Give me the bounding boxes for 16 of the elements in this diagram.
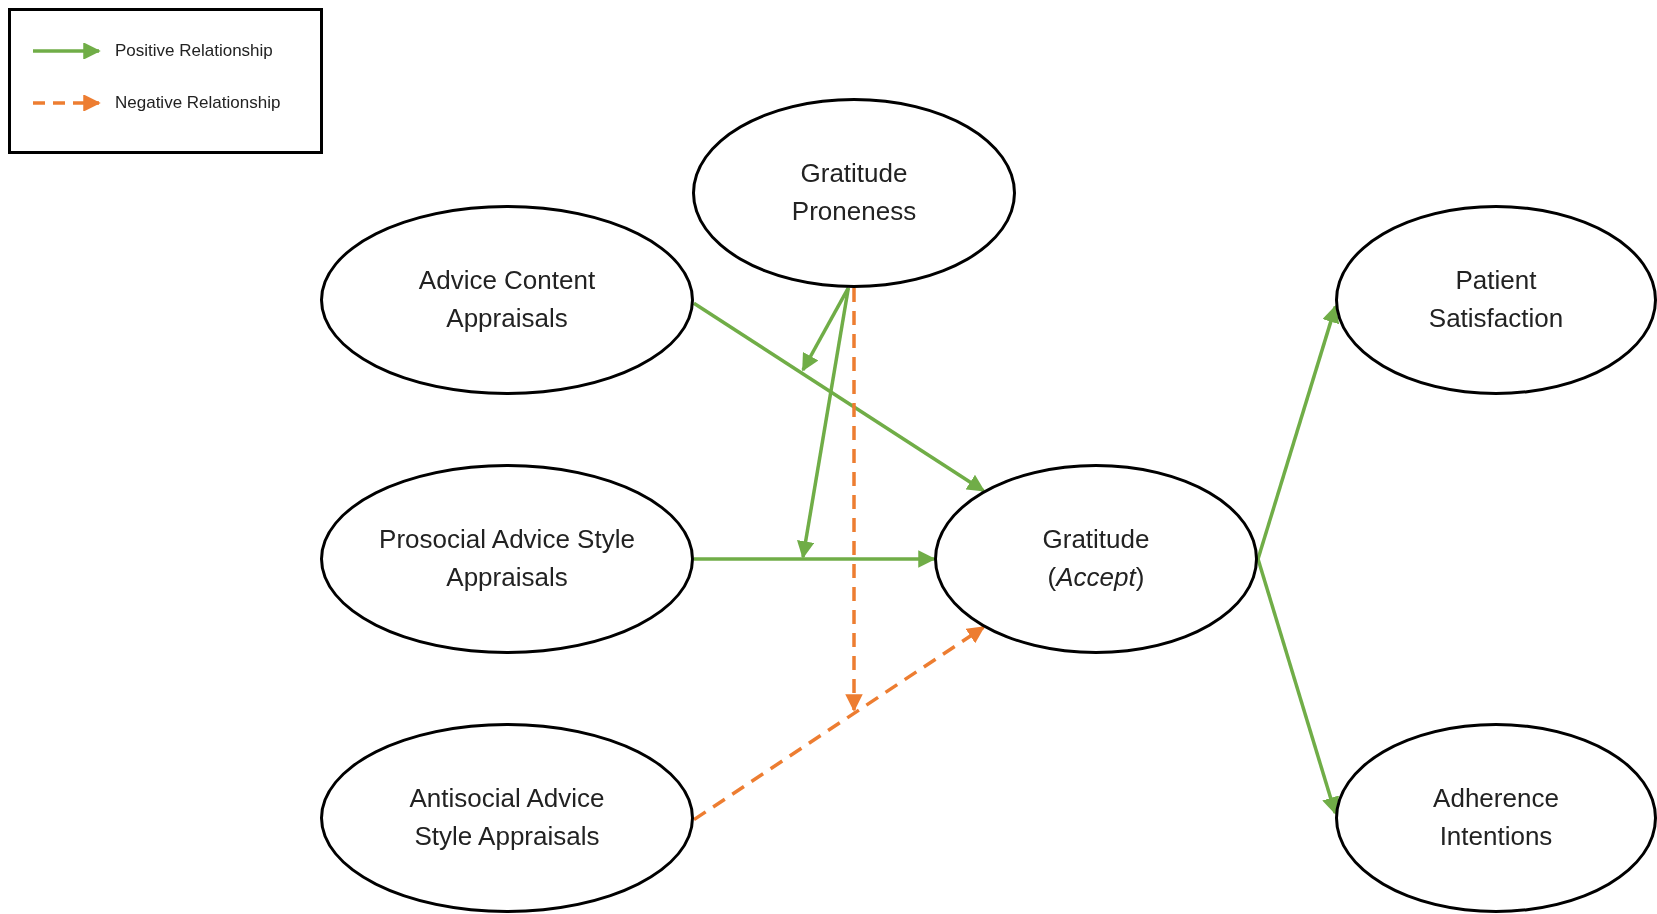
node-label: Prosocial Advice Style Appraisals bbox=[378, 523, 636, 594]
arrow bbox=[1256, 558, 1339, 815]
arrow bbox=[692, 301, 985, 493]
legend-label: Negative Relationship bbox=[115, 93, 281, 113]
arrow bbox=[797, 287, 851, 559]
node-label: Patient Satisfaction bbox=[1427, 264, 1565, 335]
arrow bbox=[693, 625, 985, 822]
arrow bbox=[1256, 304, 1340, 560]
arrow bbox=[694, 550, 936, 568]
node-label: Antisocial Advice Style Appraisals bbox=[408, 782, 606, 853]
node-label: Gratitude Proneness bbox=[790, 157, 918, 228]
legend-label: Positive Relationship bbox=[115, 41, 273, 61]
node-label: Gratitude (Accept) bbox=[1041, 523, 1151, 594]
node-label: Advice Content Appraisals bbox=[417, 264, 597, 335]
arrow bbox=[845, 288, 863, 712]
node-label: Adherence Intentions bbox=[1432, 782, 1560, 853]
